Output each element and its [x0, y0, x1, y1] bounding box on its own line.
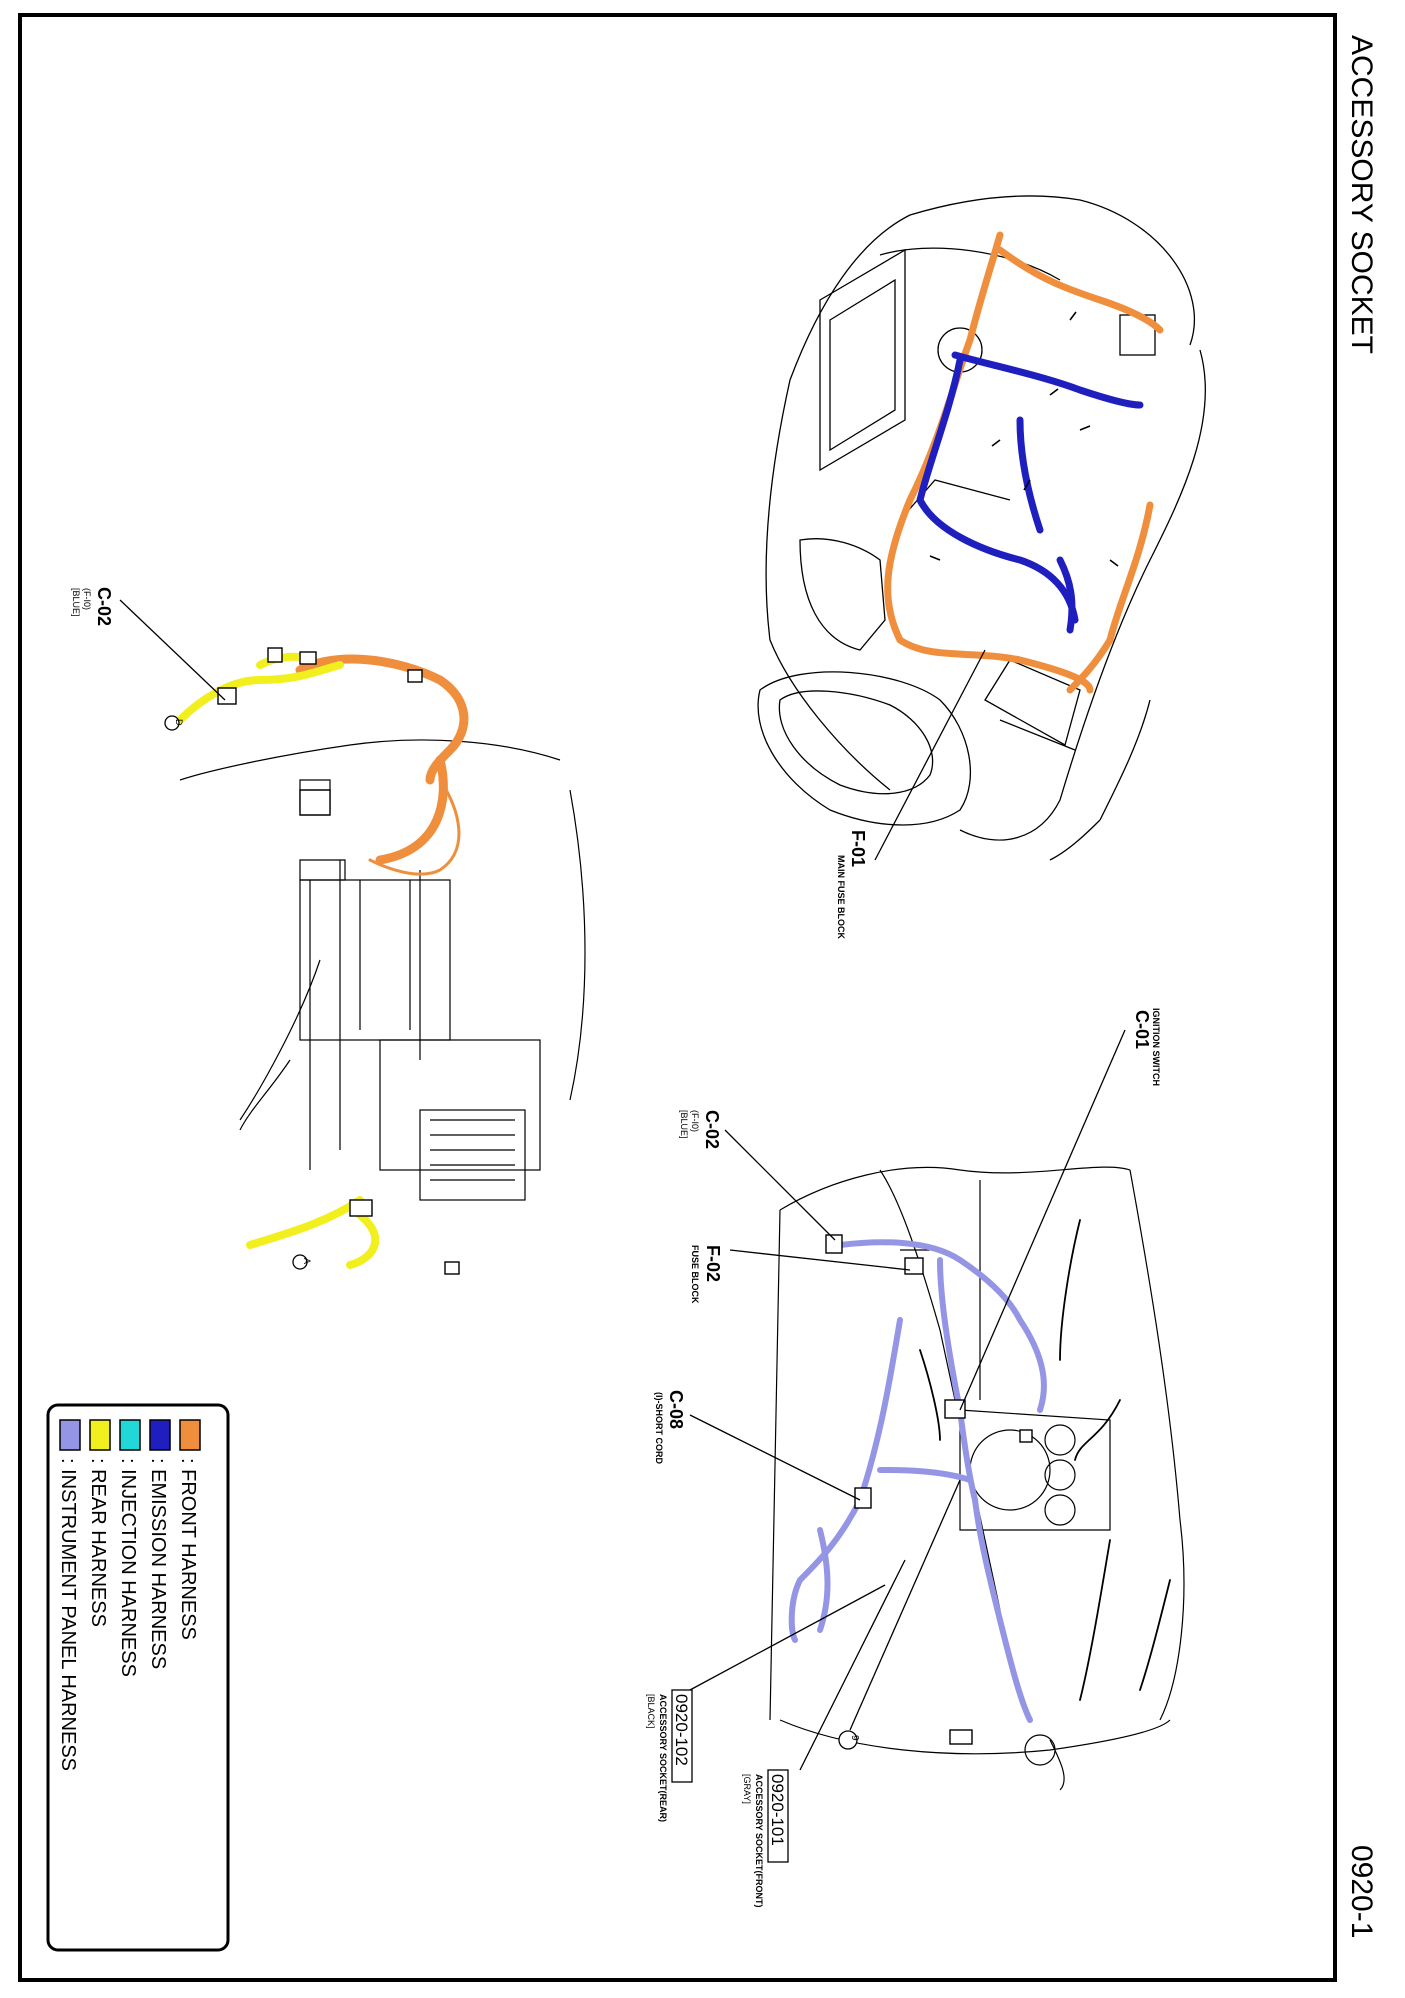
- instrument-panel-harness: [788, 1239, 1047, 1723]
- legend-swatch-1: [149, 1419, 171, 1451]
- legend-label-0: : FRONT HARNESS: [177, 1458, 199, 1640]
- callout-0920-101-detail1: ACCESSORY SOCKET(FRONT): [754, 1774, 764, 1908]
- instrument-panel-illustration: [769, 1166, 1185, 1791]
- left-rear-harness: [176, 652, 380, 1269]
- marker-d-circle: [164, 715, 180, 731]
- left-front-harness: [295, 654, 469, 865]
- callout-c02-left-code: C-02: [94, 587, 114, 626]
- left-connectors: [217, 647, 460, 1275]
- callout-0920-101-code: 0920-101: [768, 1774, 787, 1846]
- engine-bay-connector-stubs: [929, 311, 1119, 567]
- marker-9-label: 9: [849, 1735, 860, 1741]
- leader-c02-left: [119, 599, 226, 701]
- leader-f01: [874, 649, 986, 861]
- legend-items: : FRONT HARNESS : EMISSION HARNESS : INJEC…: [57, 1419, 201, 1771]
- page-title: ACCESSORY SOCKET: [1345, 35, 1378, 354]
- legend-swatch-3: [89, 1419, 111, 1451]
- marker-a-circle: [292, 1254, 308, 1270]
- callout-0920-102-detail1: ACCESSORY SOCKET(REAR): [658, 1694, 668, 1822]
- legend-label-4: : INSTRUMENT PANEL HARNESS: [57, 1458, 79, 1771]
- callout-c08-code: C-08: [666, 1390, 686, 1429]
- callout-c02-left-detail2: [BLUE]: [71, 588, 81, 617]
- marker-d-label: D: [174, 719, 184, 726]
- engine-bay-illustration: [757, 195, 1207, 861]
- leader-c01: [959, 1029, 1126, 1411]
- legend-box: [46, 1403, 230, 1952]
- leader-0920-102: [689, 1584, 886, 1691]
- callout-0920-102-code: 0920-102: [672, 1694, 691, 1766]
- page-frame: [18, 13, 1337, 1982]
- callout-c02-left-detail1: (F-I0): [82, 588, 92, 610]
- leader-c08: [689, 1414, 861, 1501]
- legend-swatch-4: [59, 1419, 81, 1451]
- callout-0920-102-box: [671, 1689, 693, 1783]
- callout-f01-detail: MAIN FUSE BLOCK: [836, 855, 846, 939]
- callout-c08-detail: (I)-SHORT CORD: [654, 1392, 664, 1464]
- callout-f02-detail: FUSE BLOCK: [690, 1245, 700, 1304]
- left-front-harness-thin: [368, 778, 461, 876]
- engine-bay-emission-harness: [916, 351, 1144, 634]
- leader-f02: [729, 1249, 911, 1271]
- legend-label-1: : EMISSION HARNESS: [147, 1458, 169, 1669]
- callout-c02-right-detail1: (F-I0): [690, 1110, 700, 1132]
- callout-c01-detail: IGNITION SWITCH: [1151, 1008, 1161, 1086]
- leader-9: [849, 1479, 961, 1731]
- dashboard-left-illustration: [179, 739, 586, 1201]
- callout-0920-102-detail2: [BLACK]: [646, 1694, 656, 1729]
- callout-0920-101-box: [767, 1769, 789, 1863]
- instrument-panel-dark-wires: [919, 1219, 1171, 1701]
- leader-c02-right: [724, 1129, 836, 1241]
- leader-0920-101: [799, 1559, 906, 1771]
- legend-label-2: : INJECTION HARNESS: [117, 1458, 139, 1677]
- instrument-panel-connectors: [825, 1234, 1033, 1745]
- callout-f01-code: F-01: [848, 830, 868, 867]
- callout-c01-code: C-01: [1132, 1010, 1152, 1049]
- engine-bay-front-harness: [884, 231, 1164, 694]
- callout-f02-code: F-02: [703, 1245, 723, 1282]
- callout-0920-101-detail2: [GRAY]: [742, 1774, 752, 1804]
- page-number: 0920-1: [1345, 1845, 1378, 1938]
- legend-label-3: : REAR HARNESS: [87, 1458, 109, 1627]
- marker-a-label: A: [302, 1258, 312, 1264]
- marker-9-circle: [838, 1730, 858, 1750]
- legend-swatch-2: [119, 1419, 141, 1451]
- legend-swatch-0: [179, 1419, 201, 1451]
- callout-c02-right-code: C-02: [702, 1110, 722, 1149]
- callout-c02-right-detail2: [BLUE]: [679, 1110, 689, 1139]
